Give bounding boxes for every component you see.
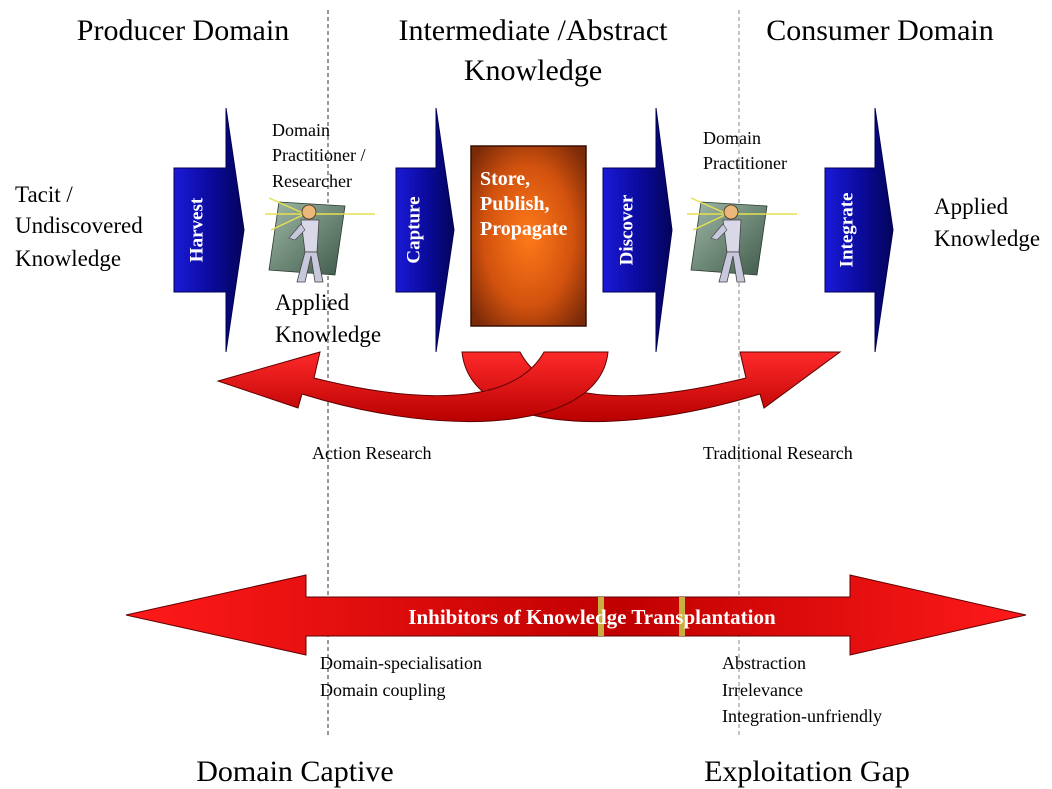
harvest-label: Harvest xyxy=(186,197,207,262)
practitioner-right-label: Domain Practitioner xyxy=(703,128,787,173)
action-research-arrow xyxy=(216,351,609,423)
store-publish-propagate-box: Store, Publish, Propagate xyxy=(470,145,587,327)
practitioner-left-line-2: Practitioner / xyxy=(272,145,365,165)
store-line-1: Store, xyxy=(480,168,530,190)
practitioner-left-line-1: Domain xyxy=(272,120,330,140)
discover-label: Discover xyxy=(616,194,637,265)
inhibitors-right-list: Abstraction Irrelevance Integration-unfr… xyxy=(722,653,882,726)
tacit-line-2: Undiscovered xyxy=(15,213,143,238)
store-line-3: Propagate xyxy=(480,218,568,240)
action-research-label: Action Research xyxy=(312,443,431,463)
header-intermediate-line2: Knowledge xyxy=(464,54,602,87)
footer-domain-captive: Domain Captive xyxy=(196,755,393,788)
applied-right-line-1: Applied xyxy=(934,194,1009,219)
store-line-2: Publish, xyxy=(480,193,549,215)
inhibitors-left-list: Domain-specialisation Domain coupling xyxy=(320,653,482,700)
practitioner-left-figure-icon xyxy=(265,197,375,283)
inhibitor-left-item-1: Domain-specialisation xyxy=(320,653,482,673)
capture-arrow: Capture xyxy=(395,107,455,353)
practitioner-left-label: Domain Practitioner / Researcher xyxy=(272,120,365,191)
applied-right-line-2: Knowledge xyxy=(934,226,1040,251)
capture-label: Capture xyxy=(403,196,424,263)
inhibitor-right-item-1: Abstraction xyxy=(722,653,806,673)
inhibitor-divider-mark-1 xyxy=(598,597,604,636)
footer-exploitation-gap: Exploitation Gap xyxy=(704,755,910,788)
applied-knowledge-right-label: Applied Knowledge xyxy=(934,194,1040,251)
applied-left-line-1: Applied xyxy=(275,290,350,315)
inhibitors-double-arrow: Inhibitors of Knowledge Transplantation xyxy=(125,574,1027,656)
tacit-knowledge-label: Tacit / Undiscovered Knowledge xyxy=(15,182,143,271)
tacit-line-1: Tacit / xyxy=(15,182,73,207)
header-producer: Producer Domain xyxy=(77,14,289,47)
inhibitor-divider-mark-2 xyxy=(679,597,685,636)
applied-left-line-2: Knowledge xyxy=(275,322,381,347)
header-intermediate-line1: Intermediate /Abstract xyxy=(398,14,668,47)
applied-knowledge-left-label: Applied Knowledge xyxy=(275,290,381,347)
integrate-arrow: Integrate xyxy=(824,107,894,353)
traditional-research-label: Traditional Research xyxy=(703,443,853,463)
discover-arrow: Discover xyxy=(602,107,673,353)
harvest-arrow: Harvest xyxy=(173,107,245,353)
header-consumer: Consumer Domain xyxy=(766,14,993,47)
practitioner-left-line-3: Researcher xyxy=(272,171,352,191)
practitioner-right-line-1: Domain xyxy=(703,128,761,148)
inhibitor-left-item-2: Domain coupling xyxy=(320,680,445,700)
integrate-label: Integrate xyxy=(836,193,857,268)
practitioner-right-figure-icon xyxy=(687,197,797,283)
tacit-line-3: Knowledge xyxy=(15,246,121,271)
inhibitors-title: Inhibitors of Knowledge Transplantation xyxy=(408,605,776,629)
inhibitor-right-item-2: Irrelevance xyxy=(722,680,803,700)
practitioner-right-line-2: Practitioner xyxy=(703,153,787,173)
inhibitor-right-item-3: Integration-unfriendly xyxy=(722,706,882,726)
